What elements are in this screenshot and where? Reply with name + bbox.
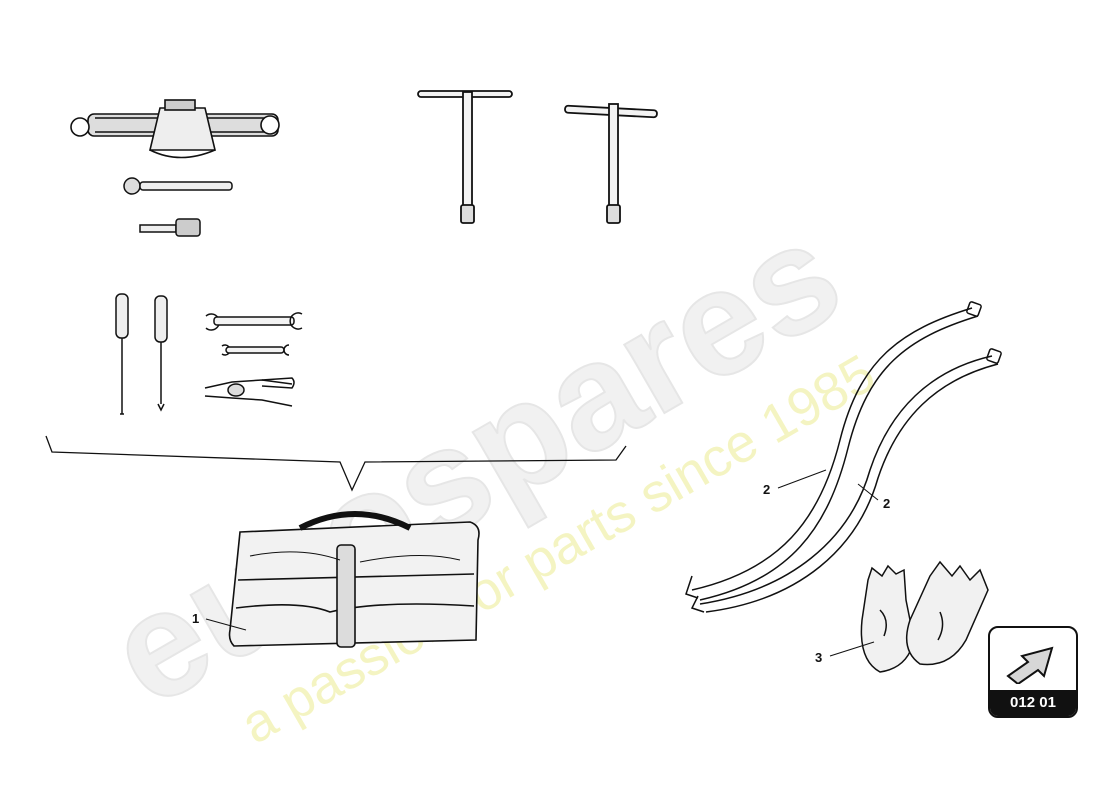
screwdriver-phillips xyxy=(154,295,168,412)
pliers xyxy=(204,377,295,407)
scissor-jack xyxy=(70,99,280,159)
page-reference-box[interactable]: 012 01 xyxy=(988,626,1078,718)
callout-gloves: 3 xyxy=(815,650,822,665)
gloves xyxy=(860,560,989,673)
kit-bracket xyxy=(45,435,627,492)
leader-lines xyxy=(205,469,879,657)
t-wrench-left xyxy=(417,90,513,224)
callout-tool-roll: 1 xyxy=(192,611,199,626)
strap-left xyxy=(685,301,982,601)
page-reference-code: 012 01 xyxy=(990,690,1076,716)
t-wrench-right xyxy=(564,103,658,224)
ratchet-handle xyxy=(123,177,233,195)
screwdriver-flat xyxy=(115,293,129,415)
arrow-page-ref-icon xyxy=(1006,646,1054,684)
callout-strap-right: 2 xyxy=(883,496,890,511)
strap-right xyxy=(690,348,1002,613)
tool-roll-bag xyxy=(228,511,480,648)
socket-extension xyxy=(139,218,201,237)
watermark: eurospares a passion for parts since 198… xyxy=(81,187,885,756)
spanner-large xyxy=(205,312,303,331)
spanner-small xyxy=(221,344,290,356)
callout-strap-left: 2 xyxy=(763,482,770,497)
